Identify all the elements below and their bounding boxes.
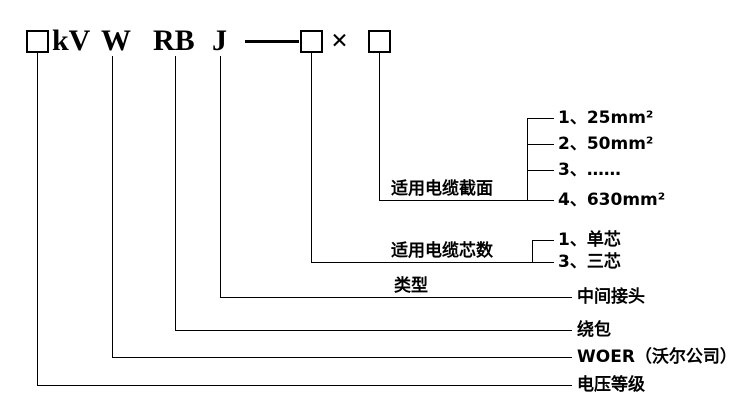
- type-title: 类型: [394, 276, 428, 296]
- cross-section-title: 适用电缆截面: [391, 179, 493, 199]
- voltage-leader-horizontal: [37, 385, 572, 386]
- wrap-leader-vertical: [175, 56, 176, 330]
- cross-section-branch-tick-3: [527, 170, 554, 171]
- dash-connector: [245, 40, 299, 43]
- manufacturer-leader-horizontal: [112, 357, 572, 358]
- core-count-item-1: 1、单芯: [558, 230, 621, 250]
- core-count-leader-vertical: [311, 53, 312, 262]
- cross-section-item-2: 2、50mm²: [558, 134, 654, 154]
- core-count-value-box: [300, 30, 323, 53]
- joint-code-letter: J: [212, 24, 227, 57]
- cross-section-branch-tick-2: [527, 144, 554, 145]
- core-count-branch-tick-1: [532, 240, 554, 241]
- cross-section-branch-tick-4: [527, 200, 554, 201]
- cross-section-branch-vertical: [527, 118, 528, 201]
- cross-section-leader-horizontal: [379, 200, 528, 201]
- wrap-code-letters: RB: [153, 24, 195, 57]
- joint-leader-vertical: [220, 56, 221, 297]
- cross-section-item-4: 4、630mm²: [558, 190, 666, 210]
- core-count-title: 适用电缆芯数: [391, 241, 493, 261]
- cross-section-value-box: [368, 30, 391, 53]
- woer-code-letter: W: [101, 24, 131, 57]
- cross-section-leader-vertical: [379, 53, 380, 200]
- cross-section-item-1: 1、25mm²: [558, 108, 654, 128]
- joint-leader-horizontal: [220, 297, 572, 298]
- core-count-branch-vertical: [532, 240, 533, 263]
- voltage-value-box: [26, 30, 49, 53]
- times-sign: ×: [331, 24, 349, 57]
- joint-label: 中间接头: [577, 287, 645, 307]
- manufacturer-label: WOER（沃尔公司）: [577, 347, 737, 367]
- woer-leader-vertical: [112, 56, 113, 357]
- wrap-leader-horizontal: [175, 330, 572, 331]
- wrap-label: 绕包: [577, 320, 611, 340]
- cross-section-branch-tick-1: [527, 118, 554, 119]
- core-count-item-2: 3、三芯: [558, 252, 621, 272]
- voltage-label: 电压等级: [577, 375, 645, 395]
- kv-unit-label: kV: [52, 24, 91, 57]
- voltage-leader-vertical: [37, 53, 38, 385]
- core-count-leader-horizontal: [311, 262, 533, 263]
- cross-section-item-3: 3、……: [558, 160, 621, 180]
- core-count-branch-tick-2: [532, 262, 554, 263]
